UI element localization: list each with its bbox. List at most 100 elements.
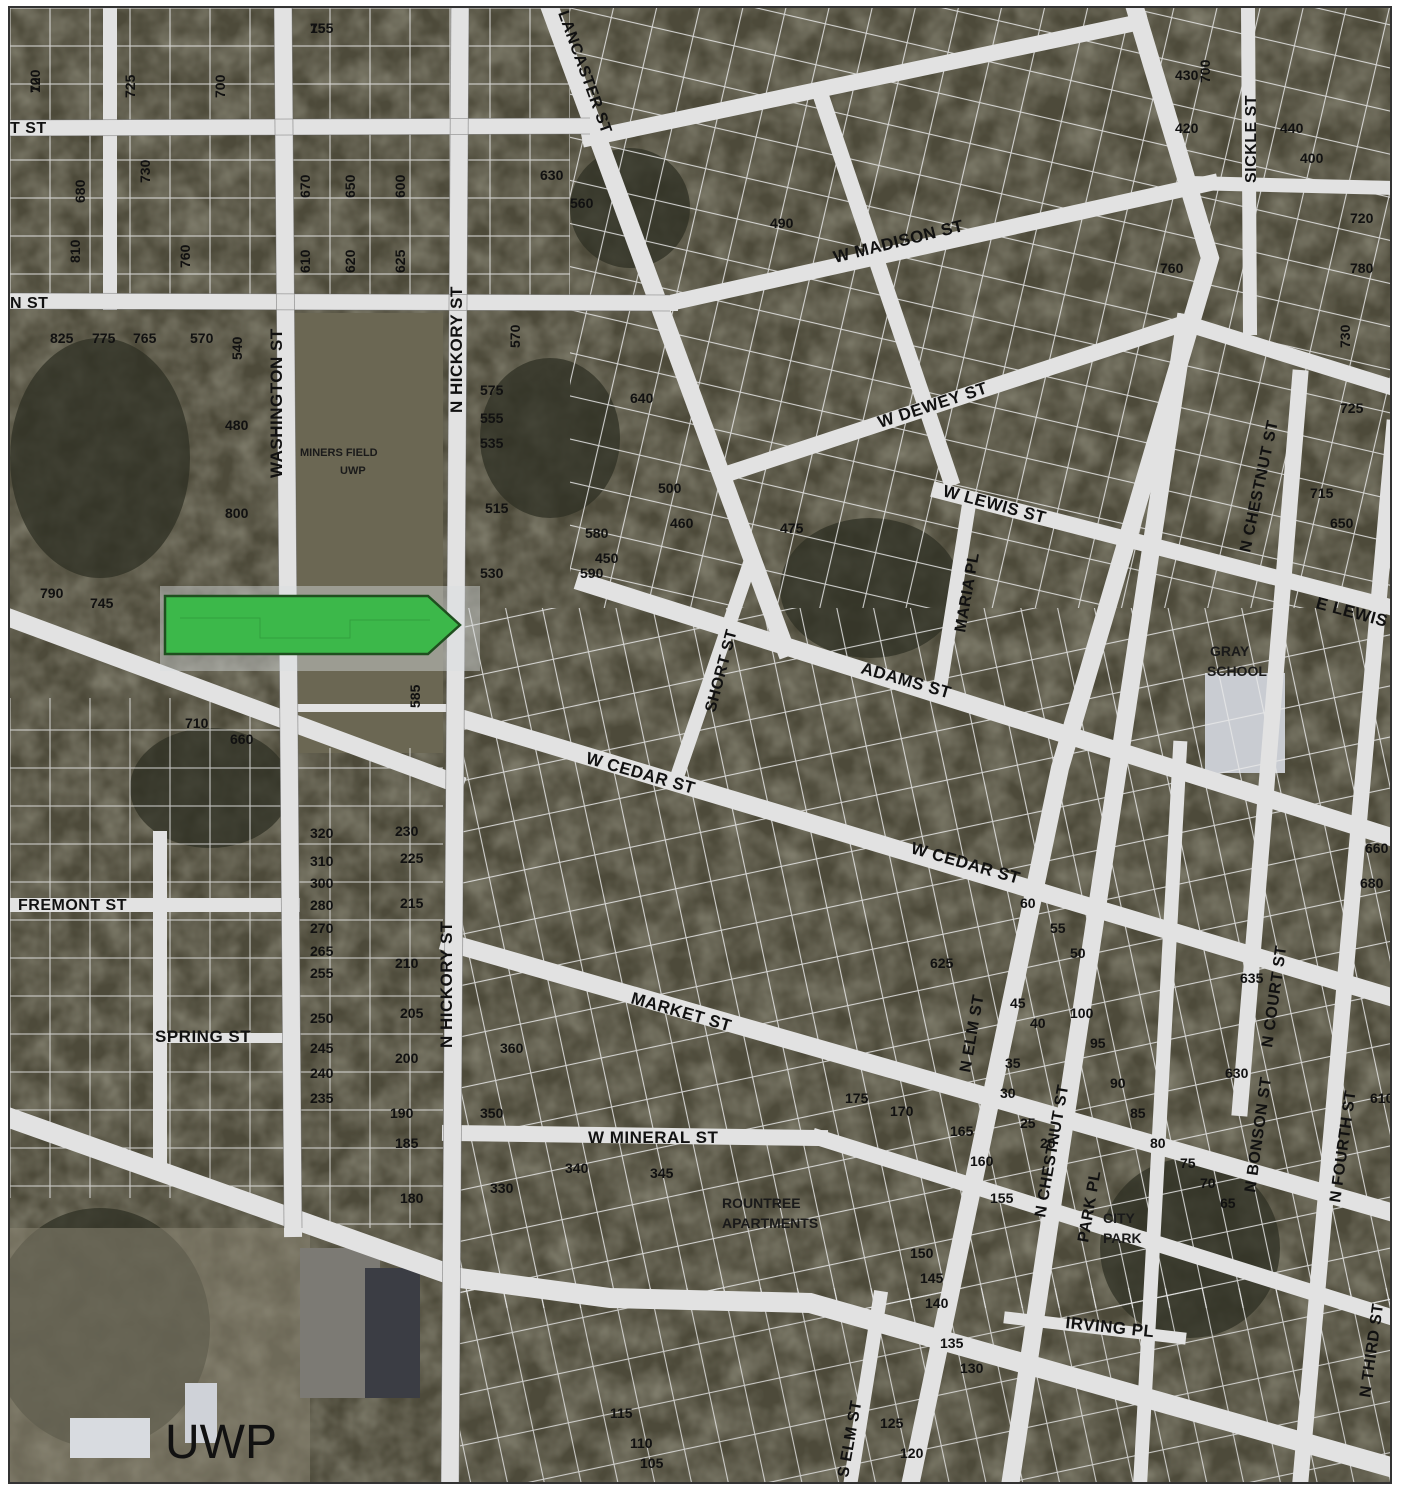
lot-number-label: 615 [1390,1055,1392,1071]
lot-number-label: 575 [480,382,504,398]
road-dewey [719,312,1196,484]
lot-number-label: 650 [1330,515,1354,531]
street-label-w-mineral-st: W MINERAL ST [588,1128,718,1147]
lot-number-label: 720 [27,69,43,93]
parcel-lines-s [293,748,443,1228]
lot-number-label: 570 [507,324,523,348]
subject-property-highlight[interactable] [163,594,462,656]
lot-number-label: 660 [230,731,254,747]
lot-number-label: 345 [650,1165,674,1181]
lot-number-label: 745 [90,595,114,611]
lot-number-label: 610 [297,249,313,273]
lot-number-label: 30 [1000,1085,1016,1101]
lot-number-label: 625 [392,249,408,273]
lot-number-label: 225 [400,850,424,866]
road-inner-diag [809,82,961,489]
lot-number-label: 670 [297,174,313,198]
road-network [10,8,1390,1482]
lot-number-label: 230 [395,823,419,839]
road-sickle [1240,8,1258,336]
place-gray-school-line1: GRAY [1210,643,1250,659]
lot-number-label: 515 [485,500,509,516]
place-labels: MINERS FIELD UWP GRAY SCHOOL ROUNTREE AP… [165,447,1267,1469]
lot-number-label: 630 [1225,1065,1249,1081]
lot-number-label: 35 [1005,1055,1021,1071]
lot-number-label: 120 [900,1445,924,1461]
road-mineral-east [809,1127,1390,1326]
campus-building-2 [185,1383,217,1443]
road-outlines [10,8,671,1482]
lot-number-label: 430 [1175,67,1199,83]
lot-number-label: 145 [920,1270,944,1286]
lot-number-label: 200 [395,1050,419,1066]
place-miners-field-line1: MINERS FIELD [300,447,378,459]
campus-building-1 [70,1418,150,1458]
lot-number-label: 765 [133,330,157,346]
lot-number-label: 775 [92,330,116,346]
street-label-spring-st: SPRING ST [155,1027,251,1046]
lot-number-label: 755 [310,20,334,36]
lot-number-label: 340 [565,1160,589,1176]
road-east-arc [901,8,1220,1482]
road-market [438,931,1390,1222]
lot-number-label: 555 [480,410,504,426]
lot-number-label: 45 [1010,995,1026,1011]
lot-number-label: 610 [1370,1090,1392,1106]
road-diagonal-main [10,1107,1390,1478]
lot-number-label: 40 [1030,1015,1046,1031]
lot-number-label: 650 [342,174,358,198]
lot-number-label: 420 [1175,120,1199,136]
road-bonson [1133,740,1188,1482]
street-label-washington-st: WASHINGTON ST [267,328,286,478]
lot-number-label: 50 [1070,945,1086,961]
lot-number-label: 75 [1180,1155,1196,1171]
miners-field-area [293,313,443,753]
place-miners-field-line2: UWP [340,465,366,477]
lot-number-label: 85 [1130,1105,1146,1121]
road-chestnut [1001,312,1196,1482]
lot-number-label: 620 [1390,1015,1392,1031]
lot-number-label: 140 [925,1295,949,1311]
lot-number-label: 55 [1050,920,1066,936]
place-rountree-line2: APARTMENTS [722,1215,818,1231]
aerial-parcel-map[interactable]: W MADISON ST W DEWEY ST W LEWIS ST E LEW… [10,8,1392,1484]
lot-number-label: 280 [310,897,334,913]
road-fourth [1292,419,1390,1482]
lot-number-label: 210 [395,955,419,971]
lot-number-label: 25 [1020,1115,1036,1131]
lot-number-label: 360 [500,1040,524,1056]
lot-number-label: 810 [67,239,83,263]
place-city-park-line1: CITY [1103,1210,1136,1226]
road-short [671,554,759,777]
road-mineral [441,1124,829,1147]
lot-number-label: 825 [50,330,74,346]
lot-number-label: 480 [225,417,249,433]
road-n-st [10,292,679,312]
lot-number-label: 255 [310,965,334,981]
lot-number-label: 580 [585,525,609,541]
lot-number-label: 730 [137,159,153,183]
lot-number-label: 440 [1280,120,1304,136]
road-cedar-west [10,608,467,795]
lot-number-label: 125 [880,1415,904,1431]
lot-number-label: 330 [490,1180,514,1196]
street-label-t-st-left: T ST [10,120,47,137]
place-rountree-line1: ROUNTREE [722,1195,801,1211]
lot-number-label: 620 [342,249,358,273]
place-uwp-campus: UWP [165,1416,277,1469]
lot-number-label: 715 [1310,485,1334,501]
lot-number-label: 500 [658,480,682,496]
lot-number-label: 700 [212,74,228,98]
lot-number-label: 265 [310,943,334,959]
lot-number-label: 170 [890,1103,914,1119]
lot-number-label: 720 [1350,210,1374,226]
lot-number-label: 235 [310,1090,334,1106]
map-frame: W MADISON ST W DEWEY ST W LEWIS ST E LEW… [8,6,1392,1484]
lot-number-label: 95 [1090,1035,1106,1051]
lot-number-label: 700 [1197,59,1213,83]
lot-number-label: 180 [400,1190,424,1206]
lot-number-label: 625 [930,955,954,971]
parcel-lines-w [10,698,293,1198]
lot-number-label: 600 [392,174,408,198]
